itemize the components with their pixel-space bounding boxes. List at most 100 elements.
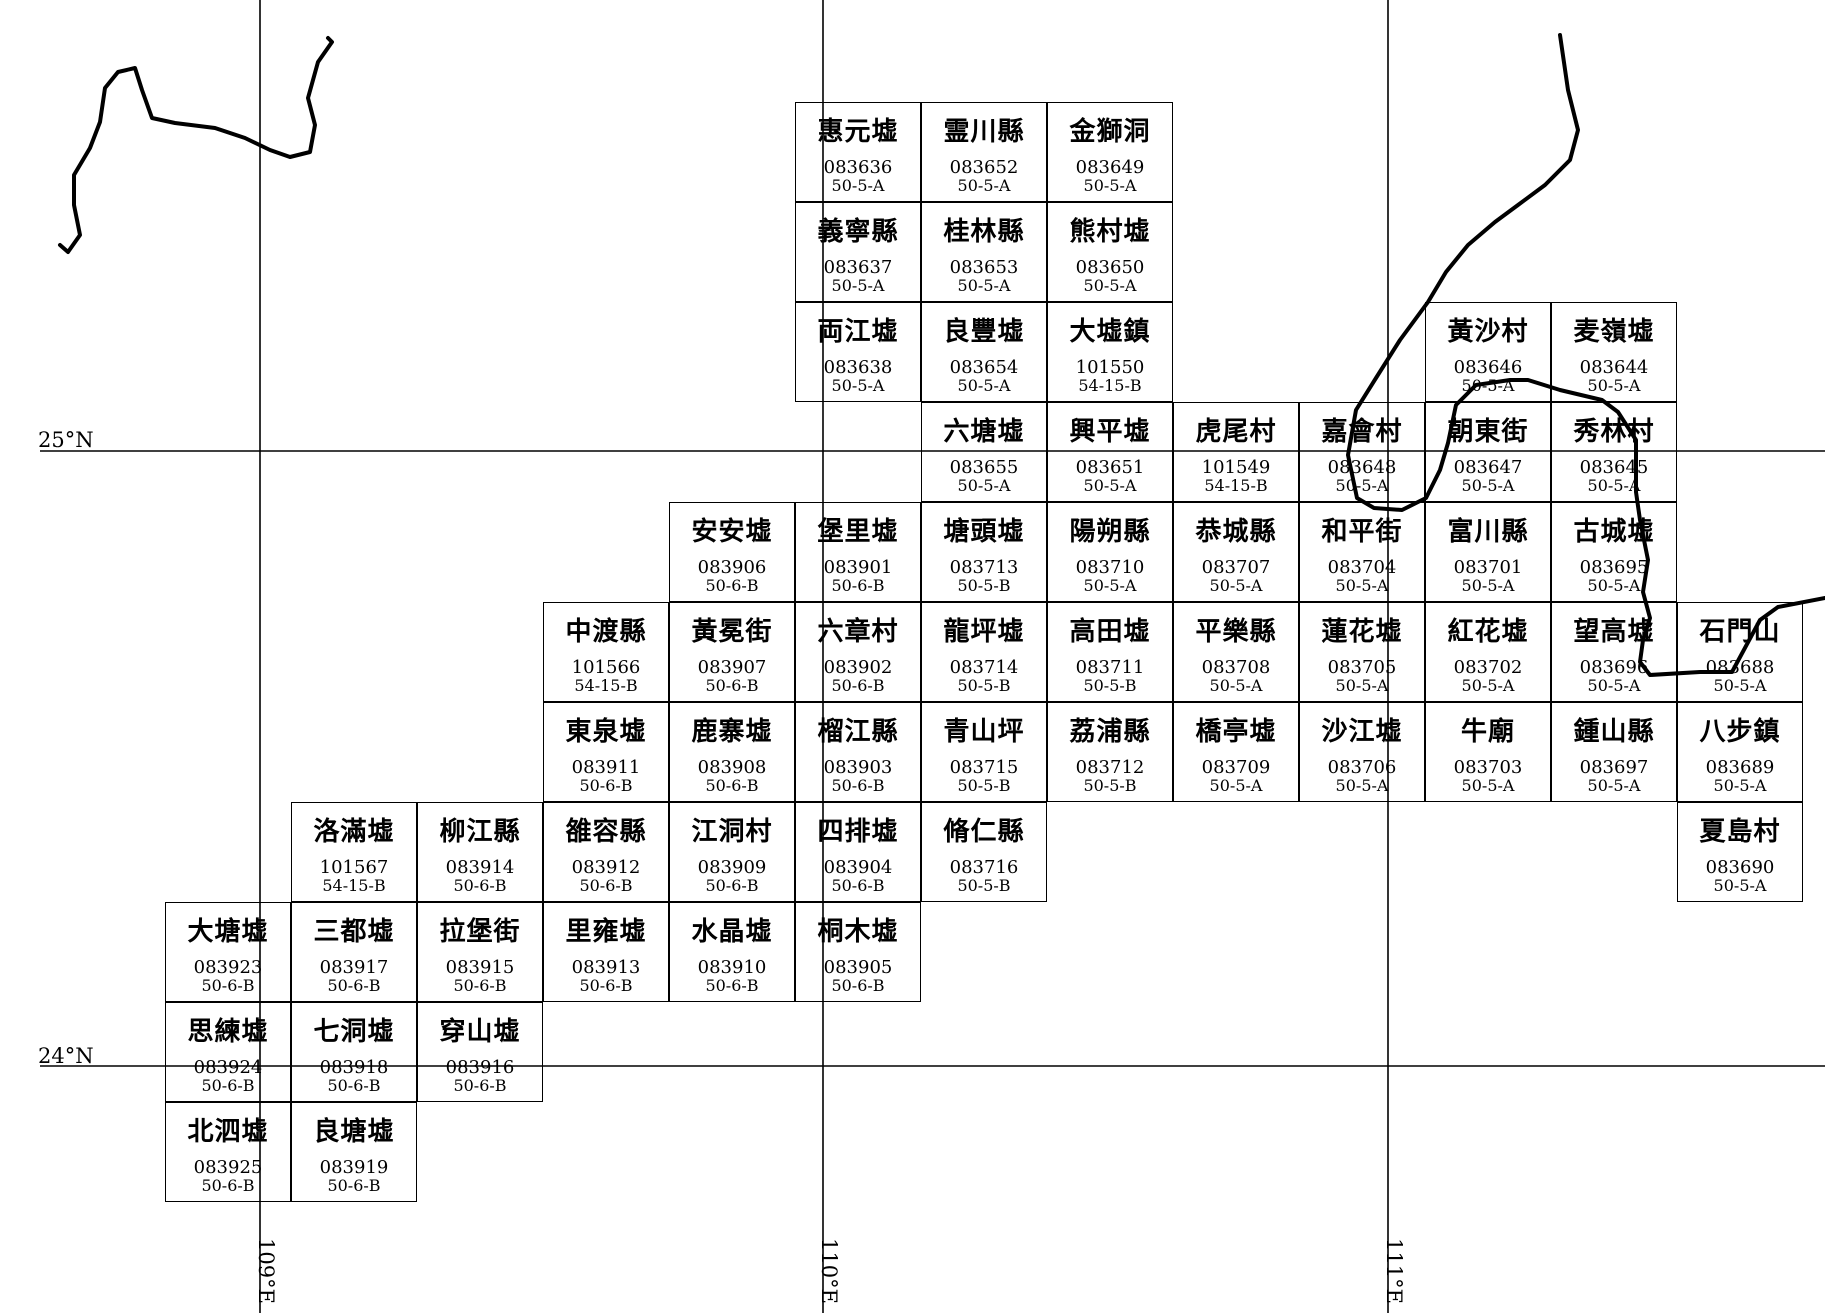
- sheet-name: 熊村墟: [1069, 217, 1151, 247]
- sheet-series: 50-5-B: [957, 776, 1011, 795]
- sheet-code: 083655: [949, 457, 1019, 478]
- sheet-code: 083914: [445, 857, 515, 878]
- sheet-name: 和平街: [1321, 517, 1403, 547]
- sheet-name: 東泉墟: [565, 717, 647, 747]
- sheet-code: 083710: [1075, 557, 1145, 578]
- sheet-series: 50-6-B: [453, 876, 507, 895]
- sheet-code: 083716: [949, 857, 1019, 878]
- sheet-name: 柳江縣: [439, 817, 521, 847]
- sheet-series: 50-5-A: [1461, 676, 1515, 695]
- sheet-name: 脩仁縣: [943, 817, 1025, 847]
- sheet-series: 50-6-B: [705, 976, 759, 995]
- sheet-series: 50-5-A: [1587, 676, 1641, 695]
- sheet-series: 50-6-B: [453, 1076, 507, 1095]
- sheet-series: 50-5-A: [1209, 776, 1263, 795]
- sheet-code: 083712: [1075, 757, 1145, 778]
- sheet-code: 083919: [319, 1157, 389, 1178]
- sheet-name: 里雍墟: [565, 917, 647, 947]
- sheet-name: 鹿寨墟: [691, 717, 773, 747]
- sheet-name: 良塘墟: [313, 1117, 395, 1147]
- sheet-series: 50-5-A: [1587, 576, 1641, 595]
- sheet-code: 083903: [823, 757, 893, 778]
- sheet-code: 083637: [823, 257, 893, 278]
- sheet-series: 50-6-B: [831, 676, 885, 695]
- sheet-code: 083705: [1327, 657, 1397, 678]
- sheet-code: 083707: [1201, 557, 1271, 578]
- sheet-name: 石門山: [1699, 617, 1781, 647]
- sheet-name: 江洞村: [691, 817, 773, 847]
- sheet-name: 八步鎮: [1699, 717, 1781, 747]
- sheet-name: 望高墟: [1573, 617, 1655, 647]
- sheet-name: 三都墟: [313, 917, 395, 947]
- sheet-code: 083647: [1453, 457, 1523, 478]
- sheet-code: 083648: [1327, 457, 1397, 478]
- sheet-name: 黃冕街: [691, 617, 773, 647]
- sheet-code: 083688: [1705, 657, 1775, 678]
- sheet-series: 50-6-B: [327, 976, 381, 995]
